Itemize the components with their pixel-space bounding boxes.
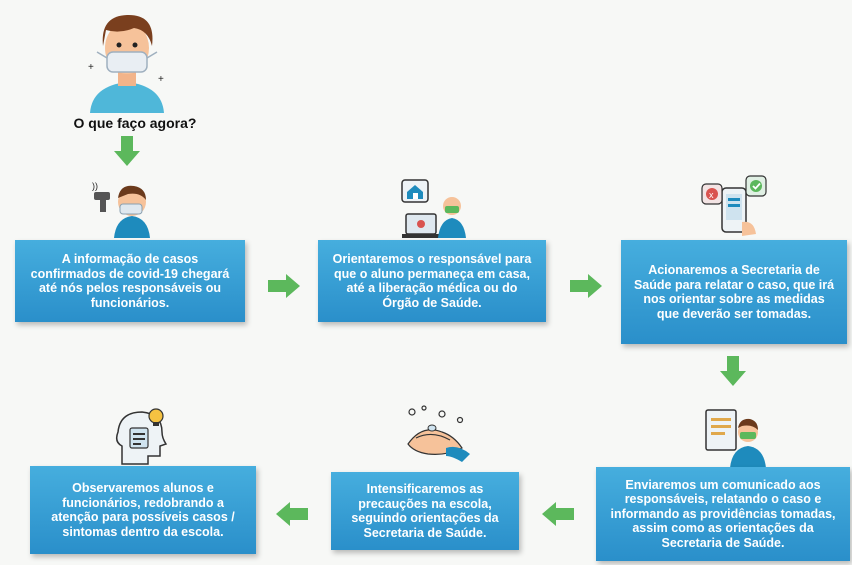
svg-text:x: x [709,190,714,200]
question-label: O que faço agora? [73,115,197,131]
step-3-box: Acionaremos a Secretaria de Saúde para r… [621,240,847,344]
arrow-left-1 [542,502,574,526]
step-5-box: Intensificaremos as precauções na escola… [331,472,519,550]
arrow-down-2 [720,356,746,386]
masked-person-icon: + + [82,8,172,113]
thermometer-check-icon: )) [90,178,150,238]
step-4-box: Enviaremos um comunicado aos responsávei… [596,467,850,561]
head-idea-icon [112,406,174,466]
svg-text:)): )) [92,181,98,191]
arrow-left-2 [276,502,308,526]
home-doctor-icon [400,178,472,240]
arrow-right-2 [570,274,602,298]
handwashing-icon [402,404,472,464]
step-6-box: Observaremos alunos e funcionários, redo… [30,466,256,554]
step-2-box: Orientaremos o responsável para que o al… [318,240,546,322]
document-person-icon [700,406,770,468]
svg-text:+: + [158,74,164,85]
phone-approval-icon: x [698,174,770,240]
arrow-right-1 [268,274,300,298]
step-1-box: A informação de casos confirmados de cov… [15,240,245,322]
svg-text:+: + [88,62,94,73]
arrow-down-1 [114,136,140,166]
